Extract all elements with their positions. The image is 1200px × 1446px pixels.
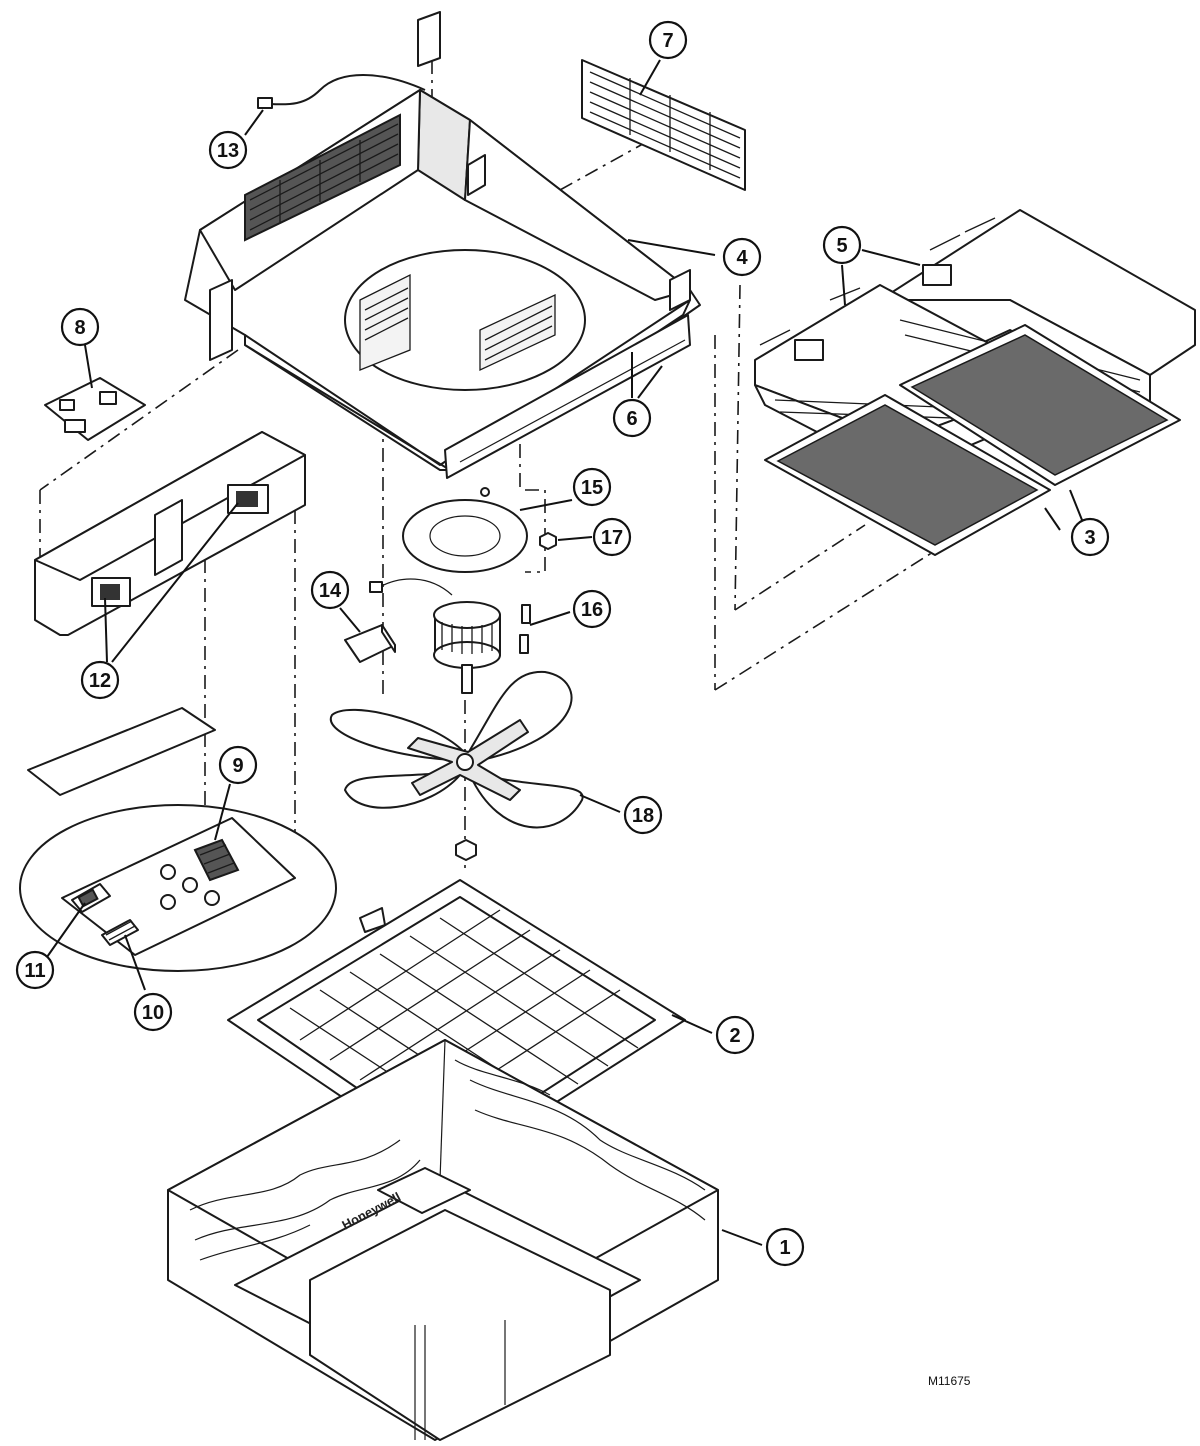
callout-circle (722, 237, 762, 277)
callout-circle (1070, 517, 1110, 557)
callout-circle (822, 225, 862, 265)
switch-bracket (34, 431, 306, 636)
callout-circle (572, 467, 612, 507)
callout-number: 6 (626, 408, 637, 430)
motor-mount-plate (402, 487, 528, 573)
callout-outlet-grille: 7 (648, 20, 688, 60)
outlet-grille (581, 59, 746, 191)
callout-prefilters: 3 (1070, 517, 1110, 557)
motor (369, 578, 531, 694)
callout-number: 14 (319, 580, 342, 602)
callout-circle (765, 1227, 805, 1267)
callout-circle (133, 992, 173, 1032)
callout-circle (60, 307, 100, 347)
callout-number: 16 (581, 599, 603, 621)
leader-lines (46, 59, 1083, 1246)
callout-housing-clip: 4 (722, 237, 762, 277)
callout-circle (310, 570, 350, 610)
cover: Honeywell (167, 1039, 719, 1441)
callout-number: 7 (662, 30, 673, 52)
callout-number: 4 (736, 247, 748, 269)
callout-number: 5 (836, 235, 847, 257)
switch-panel-detail (19, 804, 337, 972)
callout-circle (592, 517, 632, 557)
callout-interlock-switches: 12 (80, 660, 120, 700)
callout-circle (612, 398, 652, 438)
callout-indicator-light: 10 (133, 992, 173, 1032)
mount-nut (539, 532, 557, 550)
callout-number: 1 (779, 1237, 790, 1259)
main-housing (184, 89, 701, 479)
fan-blade (329, 670, 584, 861)
callout-circle (80, 660, 120, 700)
callout-fan-blade: 18 (623, 795, 663, 835)
capacitor (344, 624, 396, 663)
callout-circle (572, 589, 612, 629)
callout-number: 10 (142, 1002, 164, 1024)
callout-return-grille: 2 (715, 1015, 755, 1055)
callout-number: 8 (74, 317, 85, 339)
callout-circle (208, 130, 248, 170)
callout-power-cord: 13 (208, 130, 248, 170)
callout-motor-mount-plate: 15 (572, 467, 612, 507)
mounting-bracket (417, 11, 441, 67)
switch-cover-plate (27, 707, 216, 796)
callout-number: 11 (24, 960, 45, 982)
return-grille (227, 879, 686, 1171)
callout-number: 17 (601, 527, 623, 549)
callout-power-switch-bank: 9 (218, 745, 258, 785)
callout-circle (218, 745, 258, 785)
callout-number: 13 (217, 140, 239, 162)
callout-motor: 16 (572, 589, 612, 629)
callout-rocker-switch: 11 (15, 950, 55, 990)
power-cord (257, 74, 426, 109)
callout-number: 18 (632, 805, 654, 827)
callout-circle (623, 795, 663, 835)
callout-number: 3 (1084, 527, 1095, 549)
prefilters (764, 324, 1181, 556)
callout-number: 9 (232, 755, 243, 777)
callout-circle (15, 950, 55, 990)
figure-id: M11675 (928, 1374, 971, 1388)
callout-number: 15 (581, 477, 603, 499)
callout-cover: 1 (765, 1227, 805, 1267)
callout-control-board: 8 (60, 307, 100, 347)
callout-circle (715, 1015, 755, 1055)
callout-circle (648, 20, 688, 60)
callout-number: 12 (89, 670, 111, 692)
control-board (44, 377, 146, 441)
callout-mount-nut: 17 (592, 517, 632, 557)
callout-capacitor: 14 (310, 570, 350, 610)
callout-number: 2 (729, 1025, 740, 1047)
callout-filter-cells: 5 (822, 225, 862, 265)
callout-housing-rail: 6 (612, 398, 652, 438)
